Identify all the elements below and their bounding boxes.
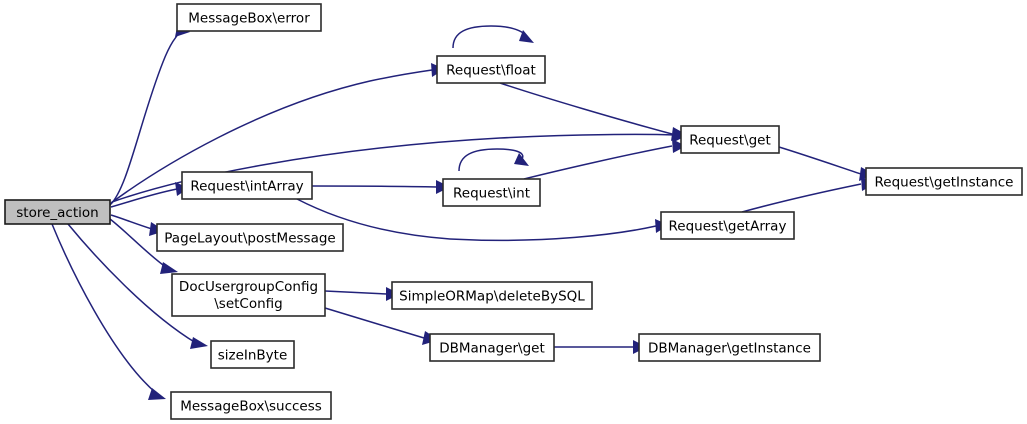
graph-edge — [109, 22, 190, 206]
node-box[interactable] — [156, 223, 344, 252]
edge-line — [109, 218, 168, 269]
edge-line — [51, 223, 157, 394]
graph-edge — [778, 146, 875, 181]
node-label: Request\getInstance — [875, 175, 1014, 191]
graph-edge — [109, 218, 178, 274]
edge-line — [110, 69, 433, 204]
edge-line — [499, 82, 673, 135]
edge-arrowhead-icon — [190, 337, 208, 349]
graph-edge — [311, 180, 450, 194]
edge-arrowhead-icon — [519, 30, 534, 43]
edge-line — [296, 198, 657, 242]
node-label: Request\int — [453, 186, 530, 202]
node-label: Request\float — [446, 63, 536, 79]
node-label: MessageBox\error — [188, 11, 310, 27]
graph-node[interactable]: DocUsergroupConfig\setConfig — [171, 273, 326, 317]
graph-node[interactable]: sizeInByte — [210, 340, 295, 369]
graph-node[interactable]: Request\getInstance — [865, 167, 1023, 196]
node-box[interactable] — [638, 333, 821, 362]
edge-arrowhead-icon — [672, 139, 686, 153]
edge-line — [109, 29, 183, 206]
edge-line — [458, 148, 524, 172]
node-box[interactable] — [391, 281, 593, 310]
node-box[interactable] — [660, 211, 795, 240]
node-box[interactable] — [210, 340, 295, 369]
graph-edge — [741, 177, 875, 213]
graph-edge — [523, 139, 686, 180]
node-label: Request\getArray — [669, 219, 787, 235]
node-layer: store_action MessageBox\errorRequest\floa… — [4, 3, 1023, 420]
graph-node[interactable]: DBManager\getInstance — [638, 333, 821, 362]
node-label: MessageBox\success — [180, 399, 322, 415]
edge-line — [67, 223, 197, 344]
graph-edge — [324, 287, 400, 301]
graph-node[interactable]: SimpleORMap\deleteBySQL — [391, 281, 593, 310]
graph-edge — [452, 25, 534, 49]
node-label: Request\get — [689, 133, 771, 149]
edge-line — [110, 214, 153, 230]
graph-node[interactable]: MessageBox\error — [176, 3, 322, 32]
edge-line — [523, 145, 673, 180]
node-label: sizeInByte — [218, 348, 288, 364]
graph-node[interactable]: MessageBox\success — [170, 391, 332, 420]
node-box[interactable] — [176, 3, 322, 32]
node-label: PageLayout\postMessage — [164, 231, 335, 247]
edge-line — [324, 307, 425, 339]
edge-arrowhead-icon — [148, 388, 166, 400]
node-box[interactable] — [436, 55, 546, 84]
edge-arrowhead-icon — [160, 262, 178, 274]
graph-edge — [553, 340, 647, 354]
node-label: DBManager\get — [439, 341, 545, 357]
graph-node[interactable]: DBManager\get — [429, 333, 555, 362]
node-label: Request\intArray — [190, 179, 303, 195]
graph-edge — [67, 223, 208, 349]
edge-line — [110, 188, 178, 208]
node-box[interactable] — [171, 273, 326, 317]
graph-edge — [324, 307, 439, 345]
edge-line — [741, 183, 862, 213]
node-box[interactable] — [680, 125, 780, 154]
edge-line — [311, 185, 438, 188]
graph-edge — [499, 82, 687, 141]
node-box[interactable] — [429, 333, 555, 362]
node-label: SimpleORMap\deleteBySQL — [399, 289, 585, 305]
graph-node[interactable]: Request\get — [680, 125, 780, 154]
graph-node[interactable]: Request\float — [436, 55, 546, 84]
graph-node[interactable]: PageLayout\postMessage — [156, 223, 344, 252]
graph-edge — [51, 223, 166, 400]
node-box[interactable] — [170, 391, 332, 420]
node-label: DBManager\getInstance — [648, 341, 811, 357]
edge-line — [778, 146, 862, 175]
node-box[interactable] — [442, 178, 541, 207]
node-box-current[interactable] — [4, 199, 111, 225]
graph-edge — [458, 148, 529, 172]
graph-node[interactable]: Request\int — [442, 178, 541, 207]
node-label: DocUsergroupConfig\setConfig — [179, 279, 318, 312]
edge-line — [324, 290, 388, 295]
edge-arrowhead-icon — [514, 153, 529, 166]
node-label: store_action — [16, 205, 98, 221]
edge-line — [452, 25, 528, 49]
graph-node[interactable]: store_action — [4, 199, 111, 225]
node-box[interactable] — [865, 167, 1023, 196]
graph-node[interactable]: Request\intArray — [181, 171, 313, 200]
graph-node[interactable]: Request\getArray — [660, 211, 795, 240]
edge-arrowhead-icon — [671, 127, 687, 141]
node-box[interactable] — [181, 171, 313, 200]
